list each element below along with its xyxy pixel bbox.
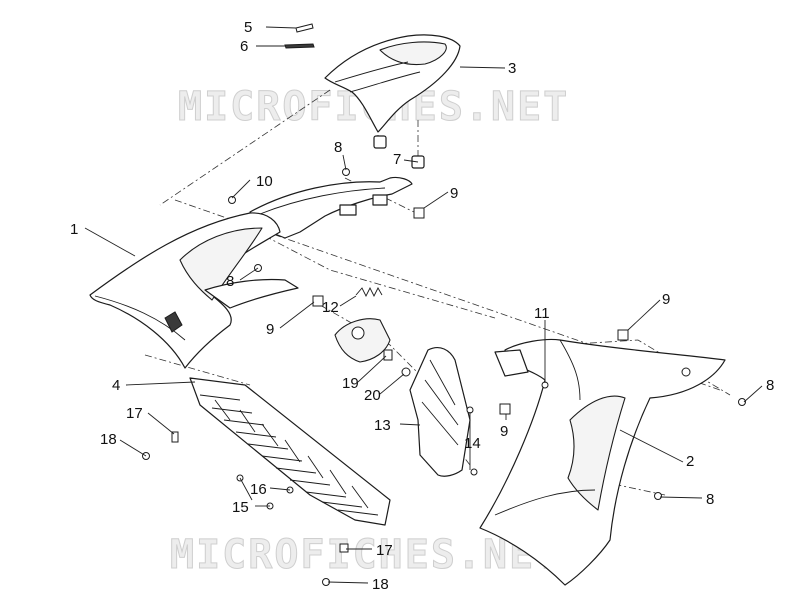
part-13-inner-duct <box>409 347 478 477</box>
callout-2: 2 <box>686 453 694 470</box>
callout-9: 9 <box>450 185 458 202</box>
callout-16: 16 <box>250 481 267 498</box>
callout-11: 11 <box>534 305 550 322</box>
leader-lines <box>84 26 763 584</box>
part-4-grille <box>189 377 391 526</box>
callouts: 5 6 3 8 7 10 9 1 8 12 9 11 9 4 19 20 8 1… <box>70 19 774 593</box>
part-19-20-bracket <box>334 318 411 377</box>
callout-9: 9 <box>266 321 274 338</box>
callout-8: 8 <box>766 377 774 394</box>
callout-6: 6 <box>240 38 248 55</box>
part-3-top-cover <box>324 34 461 169</box>
callout-13: 13 <box>374 417 391 434</box>
callout-9: 9 <box>500 423 508 440</box>
screws <box>142 168 746 586</box>
callout-9: 9 <box>662 291 670 308</box>
callout-20: 20 <box>364 387 381 404</box>
callout-1: 1 <box>70 221 78 238</box>
callout-12: 12 <box>322 299 339 316</box>
watermark-bottom: MICROFICHES.NET <box>170 532 561 578</box>
callout-18: 18 <box>100 431 117 448</box>
callout-5: 5 <box>244 19 252 36</box>
callout-8: 8 <box>334 139 342 156</box>
callout-7: 7 <box>393 151 401 168</box>
callout-4: 4 <box>112 377 120 394</box>
callout-17: 17 <box>376 542 393 559</box>
callout-15: 15 <box>232 499 249 516</box>
callout-10: 10 <box>256 173 273 190</box>
callout-8: 8 <box>226 273 234 290</box>
part-12-spring <box>312 207 629 415</box>
part-2-right-fairing <box>479 338 726 586</box>
part-1-left-fairing <box>89 212 299 369</box>
callout-17: 17 <box>126 405 143 422</box>
callout-3: 3 <box>508 60 516 77</box>
upper-bracket <box>249 176 413 239</box>
callout-8: 8 <box>706 491 714 508</box>
callout-18: 18 <box>372 576 389 593</box>
part-5-6-screw <box>284 23 315 49</box>
callout-14: 14 <box>464 435 481 452</box>
callout-19: 19 <box>342 375 359 392</box>
